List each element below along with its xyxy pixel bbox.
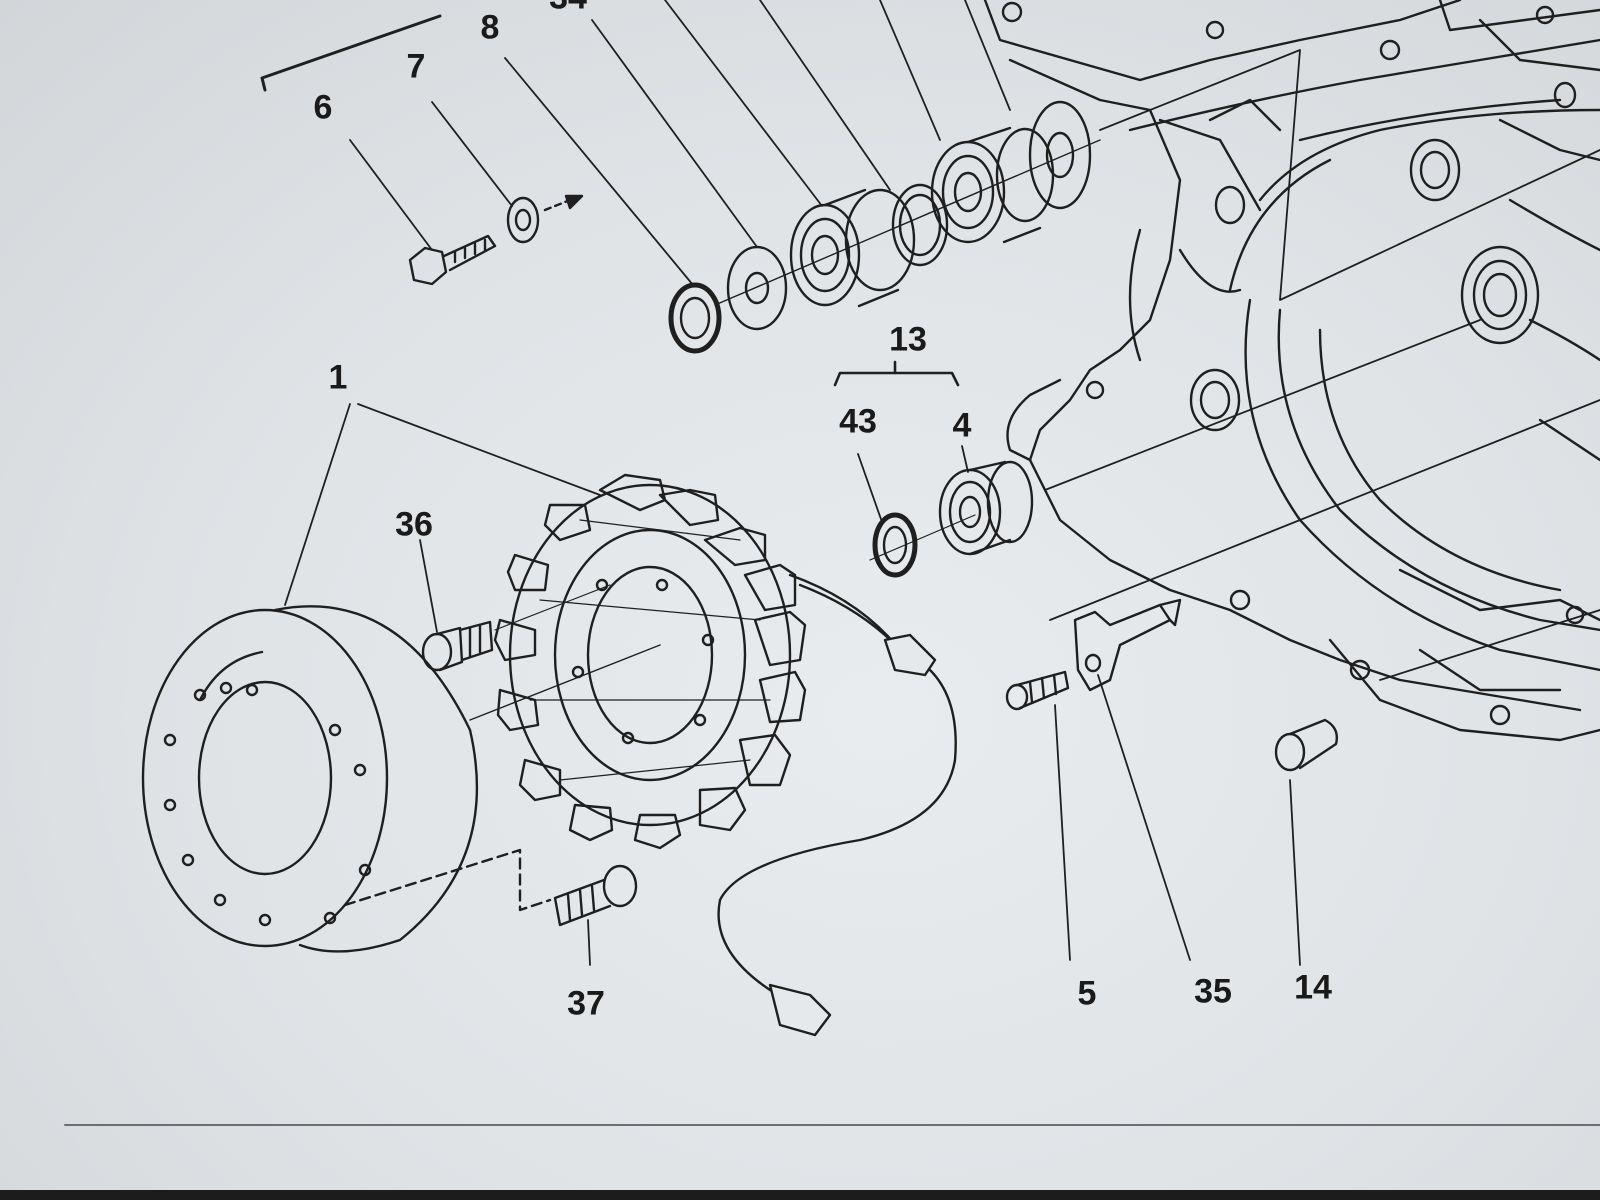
callout-34: 34: [549, 0, 587, 18]
top-bracket: [260, 14, 442, 92]
bearing-13: [833, 360, 1034, 578]
callout-13: 13: [889, 320, 927, 359]
callout-7: 7: [406, 47, 426, 86]
stator: [493, 473, 957, 1037]
callout-1: 1: [328, 358, 348, 397]
bearing-stack: [506, 100, 1101, 354]
rotor: [141, 605, 552, 953]
callout-14: 14: [1294, 968, 1332, 1007]
callout-37: 37: [567, 984, 605, 1023]
dowel-14: [1274, 718, 1339, 772]
crankcase-bosses: [1001, 1, 1585, 726]
leader-lines: [284, 0, 1600, 966]
crankcase: [983, 0, 1600, 742]
callout-35: 35: [1194, 972, 1232, 1011]
callout-5: 5: [1077, 974, 1097, 1013]
monitor-bezel: [0, 1190, 1600, 1200]
callout-6: 6: [313, 88, 333, 127]
callout-4: 4: [952, 406, 972, 445]
callout-43: 43: [839, 402, 877, 441]
screw-36: [421, 620, 494, 672]
callout-8: 8: [480, 8, 500, 47]
screw-37: [553, 864, 638, 927]
bolt-6: [408, 234, 497, 286]
callout-36: 36: [395, 505, 433, 544]
screw-5-clip-35: [1005, 598, 1182, 711]
